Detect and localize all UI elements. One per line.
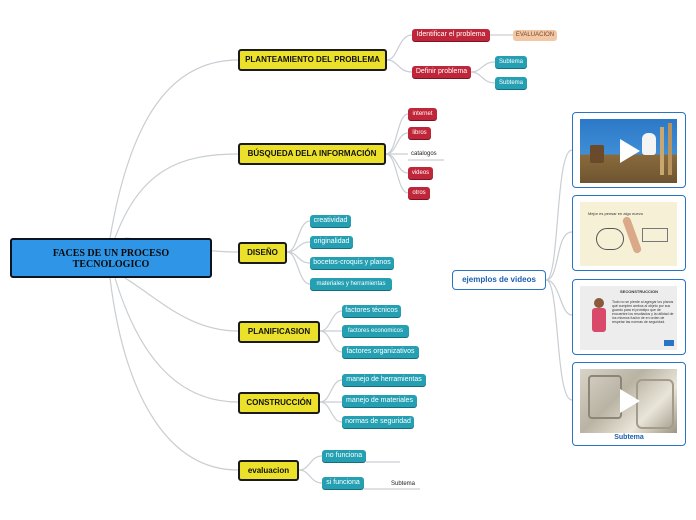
connector bbox=[319, 330, 343, 353]
play-icon bbox=[620, 389, 640, 413]
node-factores-organizativos[interactable]: factores organizativos bbox=[342, 346, 419, 358]
node-creatividad[interactable]: creatividad bbox=[310, 215, 351, 227]
connector bbox=[114, 153, 239, 239]
branch-busqueda[interactable]: BÚSQUEDA DELA INFORMACIÓN bbox=[238, 143, 386, 165]
node-subtema-1[interactable]: Subtema bbox=[495, 56, 527, 68]
branch-planificacion[interactable]: PLANIFICASION bbox=[238, 321, 320, 343]
thumb2-text: Mejor es pensar en algo nuevo bbox=[588, 211, 643, 216]
connector bbox=[545, 231, 573, 281]
video-thumbnail-4[interactable]: Subtema bbox=[572, 362, 686, 446]
branch-construccion[interactable]: CONSTRUCCIÓN bbox=[238, 392, 320, 414]
machine-sketch bbox=[642, 228, 668, 242]
node-internet[interactable]: internet bbox=[408, 108, 437, 120]
play-icon bbox=[620, 139, 640, 163]
node-libros[interactable]: libros bbox=[408, 127, 431, 139]
connector bbox=[298, 455, 323, 471]
node-factores-tecnicos[interactable]: factores técnicos bbox=[342, 305, 401, 317]
node-identificar-problema[interactable]: Identificar el problema bbox=[412, 29, 490, 41]
connector bbox=[545, 149, 573, 281]
node-evaluacion-tag[interactable]: EVALUACION bbox=[513, 30, 557, 41]
node-subtema-evaluacion[interactable]: Subtema bbox=[391, 481, 416, 487]
node-si-funciona[interactable]: si funciona bbox=[322, 477, 364, 489]
node-bocetos[interactable]: bocetos-croquis y planos bbox=[310, 257, 394, 269]
connector bbox=[298, 469, 323, 484]
root-label-line2: TECNOLOGICO bbox=[72, 259, 150, 270]
branch-diseno[interactable]: DISEÑO bbox=[238, 242, 287, 264]
connector bbox=[109, 59, 239, 239]
node-manejo-materiales[interactable]: manejo de materiales bbox=[342, 395, 417, 407]
video-4-caption: Subtema bbox=[614, 434, 644, 441]
connector bbox=[385, 153, 409, 194]
connector bbox=[385, 113, 409, 155]
connector bbox=[386, 59, 413, 73]
connector bbox=[114, 277, 239, 403]
connector bbox=[319, 401, 343, 423]
connector bbox=[286, 251, 311, 285]
connector bbox=[386, 34, 413, 61]
root-node[interactable]: FACES DE UN PROCESO TECNOLOGICO bbox=[10, 238, 212, 278]
hand-sketch bbox=[621, 215, 643, 255]
node-normas-seguridad[interactable]: normas de seguridad bbox=[342, 416, 414, 428]
node-ejemplos-videos[interactable]: ejemplos de videos bbox=[452, 270, 546, 290]
node-manejo-herramientas[interactable]: manejo de herramientas bbox=[342, 374, 426, 386]
connector bbox=[470, 61, 496, 73]
connector bbox=[545, 279, 573, 316]
root-label-line1: FACES DE UN PROCESO bbox=[52, 248, 170, 259]
connector bbox=[286, 220, 311, 253]
connector bbox=[470, 71, 496, 84]
node-catalogos[interactable]: catalogos bbox=[411, 151, 437, 157]
node-originalidad[interactable]: originalidad bbox=[310, 236, 353, 248]
connector bbox=[124, 277, 239, 332]
video-thumbnail-2[interactable]: Mejor es pensar en algo nuevo bbox=[572, 195, 686, 271]
node-videos[interactable]: videos bbox=[408, 167, 433, 179]
node-subtema-2[interactable]: Subtema bbox=[495, 77, 527, 89]
thumb3-title: SECONSTRUCCION bbox=[620, 289, 659, 294]
connector bbox=[545, 279, 573, 401]
connector bbox=[385, 132, 409, 155]
branch-evaluacion[interactable]: evaluacion bbox=[238, 460, 299, 481]
video-thumbnail-3[interactable]: SECONSTRUCCION Todo no se pierde al agre… bbox=[572, 279, 686, 355]
brain-sketch bbox=[596, 228, 624, 250]
connector bbox=[109, 277, 239, 471]
logo-mark bbox=[664, 340, 674, 346]
person-head bbox=[594, 298, 604, 308]
connector bbox=[319, 379, 343, 403]
node-definir-problema[interactable]: Definir problema bbox=[412, 66, 471, 78]
branch-planteamiento[interactable]: PLANTEAMIENTO DEL PROBLEMA bbox=[238, 49, 387, 71]
node-materiales-herramientas[interactable]: materiales y herramientas bbox=[310, 278, 392, 290]
thumb3-text: Todo no se pierde al agregar los planos … bbox=[612, 300, 674, 324]
node-factores-economicos[interactable]: factores economicos bbox=[342, 325, 409, 337]
connector bbox=[385, 153, 409, 174]
person-body bbox=[592, 308, 606, 332]
video-thumbnail-1[interactable] bbox=[572, 112, 686, 188]
node-otros[interactable]: otros bbox=[408, 187, 430, 199]
connector bbox=[319, 310, 343, 332]
node-no-funciona[interactable]: no funciona bbox=[322, 450, 366, 462]
